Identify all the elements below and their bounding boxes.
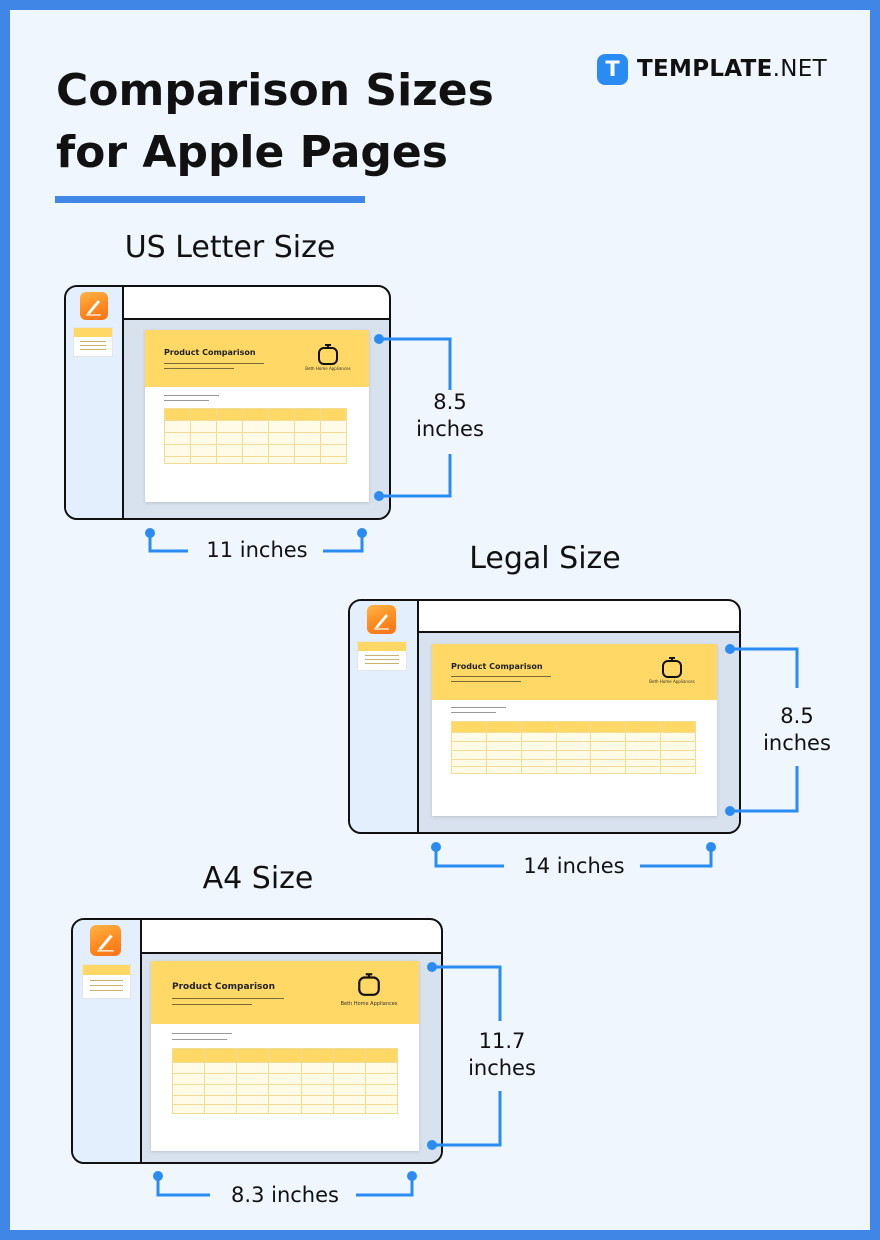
stopwatch-logo-icon [358,973,380,996]
stopwatch-logo-icon [318,344,338,365]
width-label-a4: 8.3 inches [231,1183,339,1207]
height-dimension-bracket [427,962,502,1150]
page-thumbnail[interactable] [73,327,113,357]
sidebar-panel [350,601,419,832]
pages-app-icon[interactable] [80,292,108,320]
section-label-us-letter: US Letter Size [124,230,336,265]
comparison-table [164,408,347,464]
sidebar-panel [66,287,124,518]
title-underline [55,196,365,203]
width-label-legal: 14 inches [523,854,625,878]
width-dimension-bracket [153,1171,417,1197]
width-label-us-letter: 11 inches [206,538,308,562]
section-label-legal: Legal Size [469,541,621,576]
width-dimension-bracket [145,528,367,553]
height-dimension-bracket [374,334,452,501]
page-thumbnail[interactable] [357,641,407,671]
pages-app-icon[interactable] [367,605,396,634]
height-label-a4: 11.7 inches [468,1029,536,1080]
template-logo-icon: T [597,53,628,85]
page-title: Comparison Sizes for Apple Pages [56,65,494,178]
height-label-us-letter: 8.5 inches [416,390,484,441]
document-preview: Product Comparison Beth Home Appliances [432,644,717,816]
page-thumbnail[interactable] [82,964,131,999]
section-label-a4: A4 Size [202,861,314,896]
document-preview: Product Comparison Beth Home Appliances [151,961,419,1151]
document-preview: Product Comparison Beth Home Appliances [145,330,369,502]
stopwatch-logo-icon [662,657,682,678]
sidebar-panel [73,920,142,1162]
comparison-table [451,721,696,774]
comparison-table [171,1048,399,1114]
pages-app-icon[interactable] [90,925,121,956]
brand-logo[interactable]: T TEMPLATE.NET [597,53,827,85]
height-label-legal: 8.5 inches [763,704,831,755]
width-dimension-bracket [431,842,716,868]
height-dimension-bracket [725,644,799,816]
